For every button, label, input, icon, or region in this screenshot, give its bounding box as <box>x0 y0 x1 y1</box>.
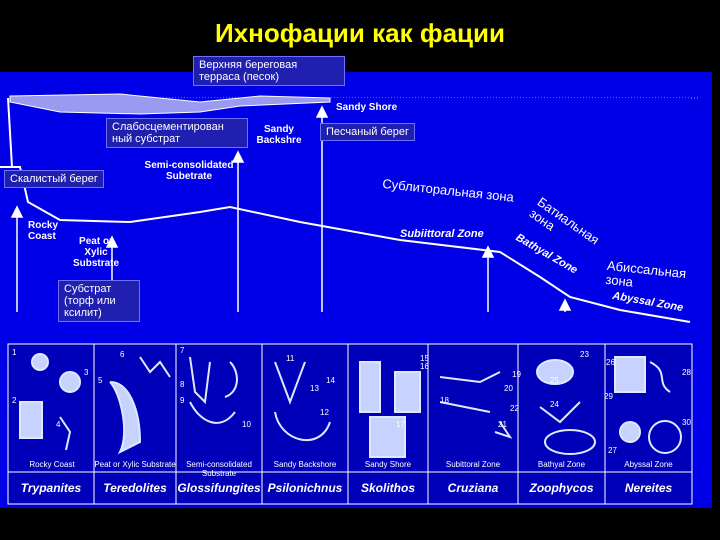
sandy-backshore-label: Sandy Backshre <box>256 124 302 146</box>
page-title: Ихнофации как фации <box>215 18 505 48</box>
specimen-number: 5 <box>98 376 103 385</box>
specimen-number: 11 <box>286 354 295 363</box>
specimen-number: 24 <box>550 400 559 409</box>
specimen-number: 30 <box>682 418 691 427</box>
specimen-number: 12 <box>320 408 329 417</box>
rocky-coast-label: Rocky Coast <box>28 220 59 242</box>
cliff-edge <box>7 97 13 168</box>
specimen-number: 8 <box>180 380 185 389</box>
specimen-number: 13 <box>310 384 319 393</box>
caption-sublittoral: Subittoral Zone <box>445 460 501 469</box>
specimen-number: 10 <box>242 420 251 429</box>
caption-bathyal: Bathyal Zone <box>537 460 586 469</box>
specimen-number: 17 <box>396 420 405 429</box>
specimen-number: 21 <box>498 420 507 429</box>
specimen-number: 7 <box>180 346 185 355</box>
specimen-number: 23 <box>580 350 589 359</box>
sandy-shore-label: Sandy Shore <box>336 102 398 113</box>
caption-semi-consolidated: Semi-consolidated Substrate <box>186 460 252 478</box>
upper-terrace-label: Верхняя береговая терраса (песок) <box>193 56 345 87</box>
caption-sandy-backshore: Sandy Backshore <box>273 460 337 469</box>
sublittoral-en-label: Subiittoral Zone <box>400 228 484 240</box>
table-dividers <box>8 344 692 504</box>
specimen-number: 16 <box>420 362 429 371</box>
specimen-number: 22 <box>510 404 519 413</box>
peat-substrate-ru-label: Субстрат (торф или ксилит) <box>58 280 140 323</box>
ichnofacies-table <box>7 343 693 505</box>
genus-zoophycos: Zoophycos <box>529 481 594 495</box>
specimen-number: 28 <box>682 368 691 377</box>
seafloor-profile <box>0 166 691 323</box>
specimen-number: 26 <box>606 358 615 367</box>
specimen-number: 15 <box>420 354 429 363</box>
specimen-number: 4 <box>56 420 61 429</box>
coastal-profile-diagram <box>0 93 700 505</box>
specimen-number: 2 <box>12 396 17 405</box>
specimen-number: 6 <box>120 350 125 359</box>
specimen-number: 14 <box>326 376 335 385</box>
genus-teredolites: Teredolites <box>103 481 167 495</box>
specimen-number: 3 <box>84 368 89 377</box>
genus-trypanites: Trypanites <box>20 481 82 495</box>
genus-nereites: Nereites <box>624 481 673 495</box>
weak-cemented-substrate-label: Слабосцементирован ный субстрат <box>106 118 248 149</box>
shore-relief <box>9 93 331 115</box>
specimen-number: 29 <box>604 392 613 401</box>
genus-glossifungites: Glossifungites <box>177 481 261 495</box>
caption-peat-xylic: Peat or Xylic Substrate <box>94 460 176 469</box>
semi-consolidated-label: Semi-consolidated Subetrate <box>144 160 234 182</box>
specimen-number: 18 <box>440 396 449 405</box>
rocky-shore-label: Скалистый берег <box>4 170 104 189</box>
genus-skolithos: Skolithos <box>360 481 415 495</box>
specimen-number: 20 <box>504 384 513 393</box>
genus-cruziana: Cruziana <box>447 481 499 495</box>
caption-sandy-shore: Sandy Shore <box>364 460 412 469</box>
trace-fossil-sketches <box>19 353 682 458</box>
specimen-number: 27 <box>608 446 617 455</box>
specimen-number: 19 <box>512 370 521 379</box>
water-area <box>10 98 690 322</box>
caption-rocky-coast: Rocky Coast <box>29 460 75 469</box>
specimen-number: 9 <box>180 396 185 405</box>
genus-psilonichnus: Psilonichnus <box>267 481 343 495</box>
specimen-number: 1 <box>12 348 17 357</box>
peat-xylic-label: Peat or Xylic Substrate <box>72 236 120 269</box>
sandy-coast-label: Песчаный берег <box>320 123 415 142</box>
specimen-number: 25 <box>550 376 559 385</box>
caption-abyssal: Abyssal Zone <box>624 460 673 469</box>
